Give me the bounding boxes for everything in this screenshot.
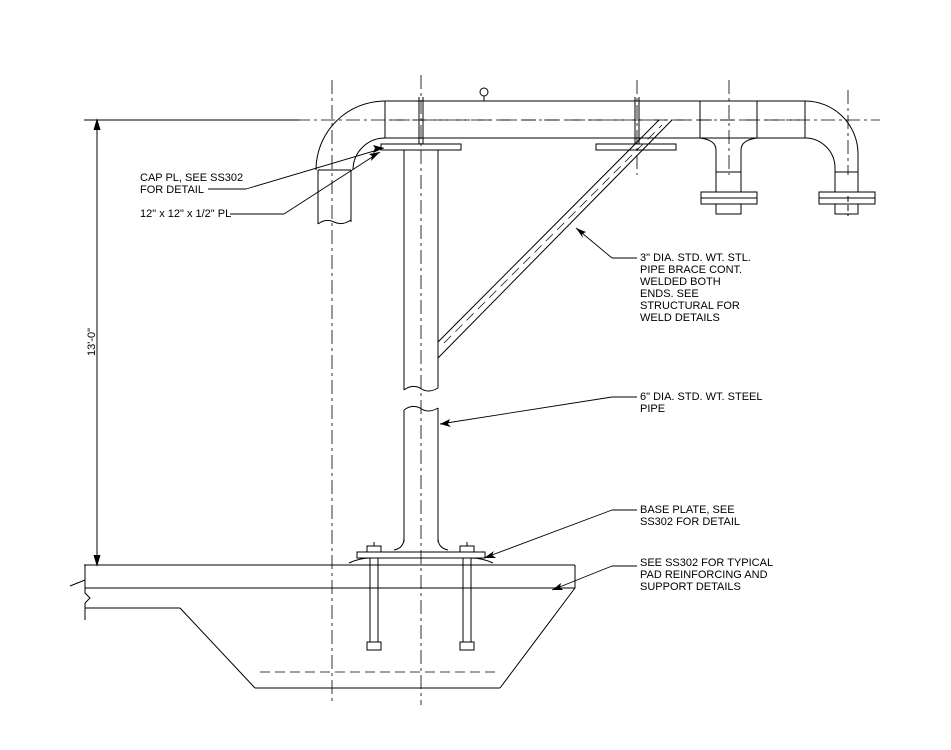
cap-plates: [380, 97, 677, 151]
dimension-line: [84, 118, 300, 567]
left-elbow: [315, 100, 386, 225]
plate-size-note: 12" x 12" x 1/2" PL: [140, 208, 232, 220]
column-note: 6" DIA. STD. WT. STEEL PIPE: [640, 391, 763, 415]
concrete-pad: [69, 564, 576, 689]
pad-note: SEE SS302 FOR TYPICAL PAD REINFORCING AN…: [640, 557, 774, 593]
top-pipe: [384, 87, 806, 139]
right-elbow: [804, 100, 876, 216]
leaders: [208, 147, 637, 591]
brace-note: 3" DIA. STD. WT. STL. PIPE BRACE CONT. W…: [640, 252, 751, 324]
centerlines: [296, 75, 880, 705]
base-plate-note: BASE PLATE, SEE SS302 FOR DETAIL: [640, 504, 741, 528]
column-lower: [393, 405, 449, 551]
cap-plate-note: CAP PL, SEE SS302 FOR DETAIL: [140, 172, 244, 196]
leader-arrowheads: [369, 145, 586, 590]
column-upper: [403, 150, 439, 392]
tee-branch: [699, 137, 758, 215]
diagonal-brace: [437, 119, 673, 359]
height-dimension-label: 13'-0": [86, 327, 98, 356]
base-plate: [348, 542, 494, 651]
